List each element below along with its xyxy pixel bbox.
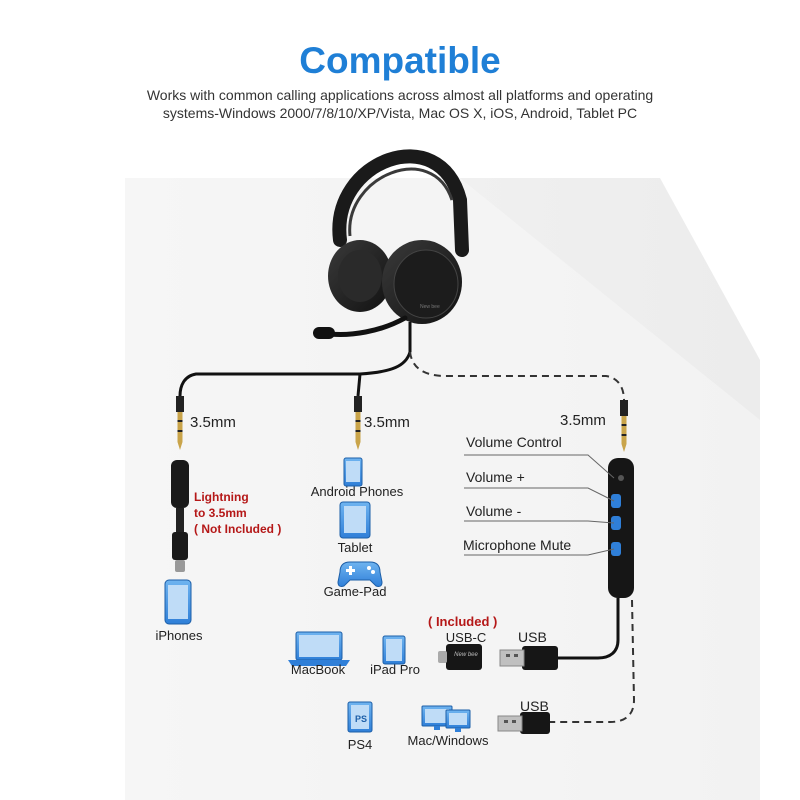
jack-left <box>176 396 184 450</box>
cables <box>178 351 636 723</box>
mac-windows-label: Mac/Windows <box>407 733 489 748</box>
included-note: ( Included ) <box>428 614 498 629</box>
iphone-icon <box>164 579 192 625</box>
jack-right <box>620 400 628 452</box>
usb-c-label: USB-C <box>445 630 487 645</box>
ipad-pro-icon <box>382 635 406 665</box>
ps4-label: PS4 <box>347 737 373 752</box>
headband <box>332 149 469 257</box>
ps4-icon: PS <box>347 701 373 733</box>
jack-left-label: 3.5mm <box>190 414 236 431</box>
usb-c-adapter-icon <box>438 644 482 670</box>
control-leader-lines <box>464 454 615 556</box>
gamepad-label: Game-Pad <box>323 584 387 599</box>
macbook-label: MacBook <box>290 662 346 677</box>
adapter-line-3: ( Not Included ) <box>194 522 282 536</box>
headset-image: New bee <box>313 149 469 352</box>
tablet-icon <box>339 501 371 539</box>
adapter-line-1: Lightning <box>194 490 249 504</box>
volume-plus-label: Volume + <box>466 469 525 485</box>
inline-remote <box>608 458 634 598</box>
page-subtitle: Works with common calling applications a… <box>120 86 680 122</box>
usb-plug-bottom-icon <box>497 712 550 734</box>
usb-c-brand-mark: New bee <box>454 652 478 658</box>
microphone-mute-label: Microphone Mute <box>463 537 572 553</box>
gamepad-icon <box>337 561 383 587</box>
subtitle-line-2: systems-Windows 2000/7/8/10/XP/Vista, Ma… <box>162 105 638 121</box>
mac-windows-icon <box>421 705 471 732</box>
usb-bottom-label: USB <box>520 698 549 714</box>
macbook-icon <box>288 631 350 666</box>
usb-top-label: USB <box>518 629 547 645</box>
jack-middle <box>354 396 362 450</box>
background-highlight <box>125 178 760 800</box>
android-phone-icon <box>343 457 363 487</box>
svg-text:New bee: New bee <box>420 304 440 310</box>
svg-text:PS: PS <box>355 714 367 724</box>
iphones-label: iPhones <box>155 628 203 643</box>
page-title: Compatible <box>299 40 501 81</box>
jack-right-label: 3.5mm <box>560 412 606 429</box>
tablet-label: Tablet <box>337 540 373 555</box>
volume-minus-label: Volume - <box>466 503 522 519</box>
usb-plug-top-icon <box>499 646 558 670</box>
mic-boom <box>327 315 408 337</box>
ipad-pro-label: iPad Pro <box>370 662 420 677</box>
adapter-line-2: to 3.5mm <box>194 506 247 520</box>
android-phones-label: Android Phones <box>310 484 404 499</box>
lightning-adapter <box>171 460 189 572</box>
volume-control-label: Volume Control <box>466 434 562 450</box>
jack-middle-label: 3.5mm <box>364 414 410 431</box>
subtitle-line-1: Works with common calling applications a… <box>146 87 654 103</box>
lightning-adapter-note: Lightning to 3.5mm ( Not Included ) <box>194 489 281 537</box>
